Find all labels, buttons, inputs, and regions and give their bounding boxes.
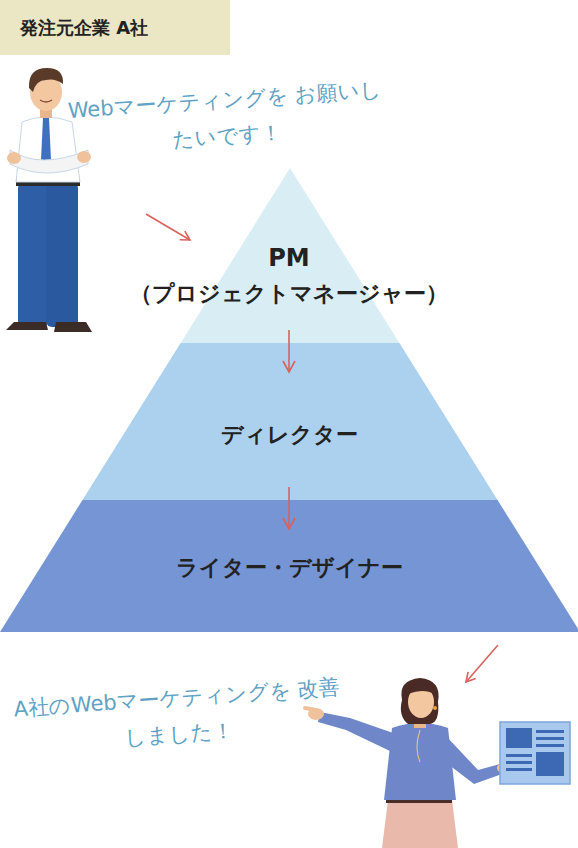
- woman-figure: [305, 678, 570, 848]
- header-box: 発注元企業 A社: [0, 0, 230, 55]
- pointer-arrow: [146, 214, 190, 240]
- band-subtitle: （プロジェクトマネージャー）: [0, 276, 578, 312]
- pointer-arrow: [466, 645, 498, 682]
- band-title: PM: [0, 240, 578, 276]
- speech-text: A社のWebマーケティングを 改善しました！: [6, 668, 350, 764]
- flow-arrow: [288, 330, 290, 372]
- band-shape: [0, 343, 578, 500]
- flow-arrow: [288, 487, 290, 529]
- band-title: ライター・デザイナー: [0, 550, 578, 586]
- header-text: 発注元企業 A社: [20, 17, 148, 39]
- pyramid-band: ディレクター: [0, 343, 578, 500]
- band-fill: [0, 500, 578, 632]
- band-title: ディレクター: [0, 417, 578, 453]
- band-fill: [83, 343, 498, 500]
- speech-text: Webマーケティングを お願いしたいです！: [64, 71, 388, 165]
- pyramid-band: PM（プロジェクトマネージャー）: [0, 168, 578, 343]
- pyramid-band: ライター・デザイナー: [0, 500, 578, 632]
